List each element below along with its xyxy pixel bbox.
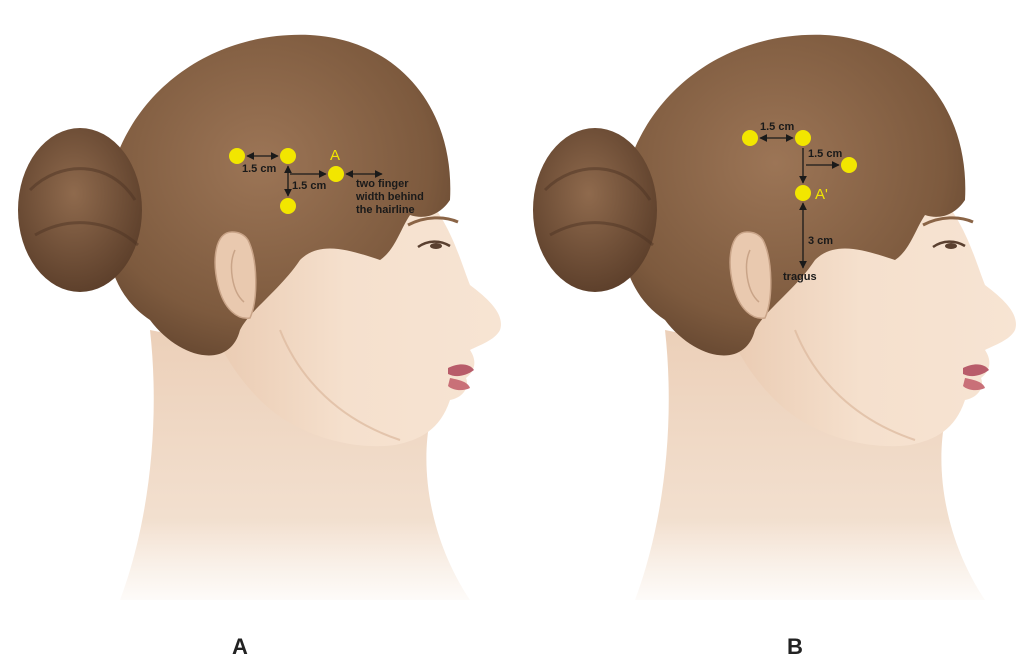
distance-label: 3 cm bbox=[808, 235, 833, 247]
landmark-label: tragus bbox=[783, 271, 817, 283]
note-line: width behind bbox=[355, 191, 424, 203]
panel-b: 1.5 cm 1.5 cm A' 3 cm tragus B bbox=[515, 35, 1026, 659]
distance-label: 1.5 cm bbox=[760, 121, 794, 133]
marker-point bbox=[280, 198, 296, 214]
marker-point bbox=[841, 157, 857, 173]
panel-label: A bbox=[232, 634, 248, 659]
panel-a: 1.5 cm 1.5 cm A two finger width behind … bbox=[0, 35, 520, 659]
distance-label: 1.5 cm bbox=[242, 163, 276, 175]
point-label: A' bbox=[815, 186, 828, 203]
marker-point bbox=[229, 148, 245, 164]
marker-point bbox=[795, 185, 811, 201]
point-label: A bbox=[330, 147, 340, 164]
marker-point bbox=[742, 130, 758, 146]
marker-point bbox=[328, 166, 344, 182]
marker-point bbox=[280, 148, 296, 164]
distance-label: 1.5 cm bbox=[808, 148, 842, 160]
note-line: two finger bbox=[356, 178, 409, 190]
marker-point bbox=[795, 130, 811, 146]
distance-label: 1.5 cm bbox=[292, 180, 326, 192]
panel-label: B bbox=[787, 634, 803, 659]
note-line: the hairline bbox=[356, 204, 415, 216]
